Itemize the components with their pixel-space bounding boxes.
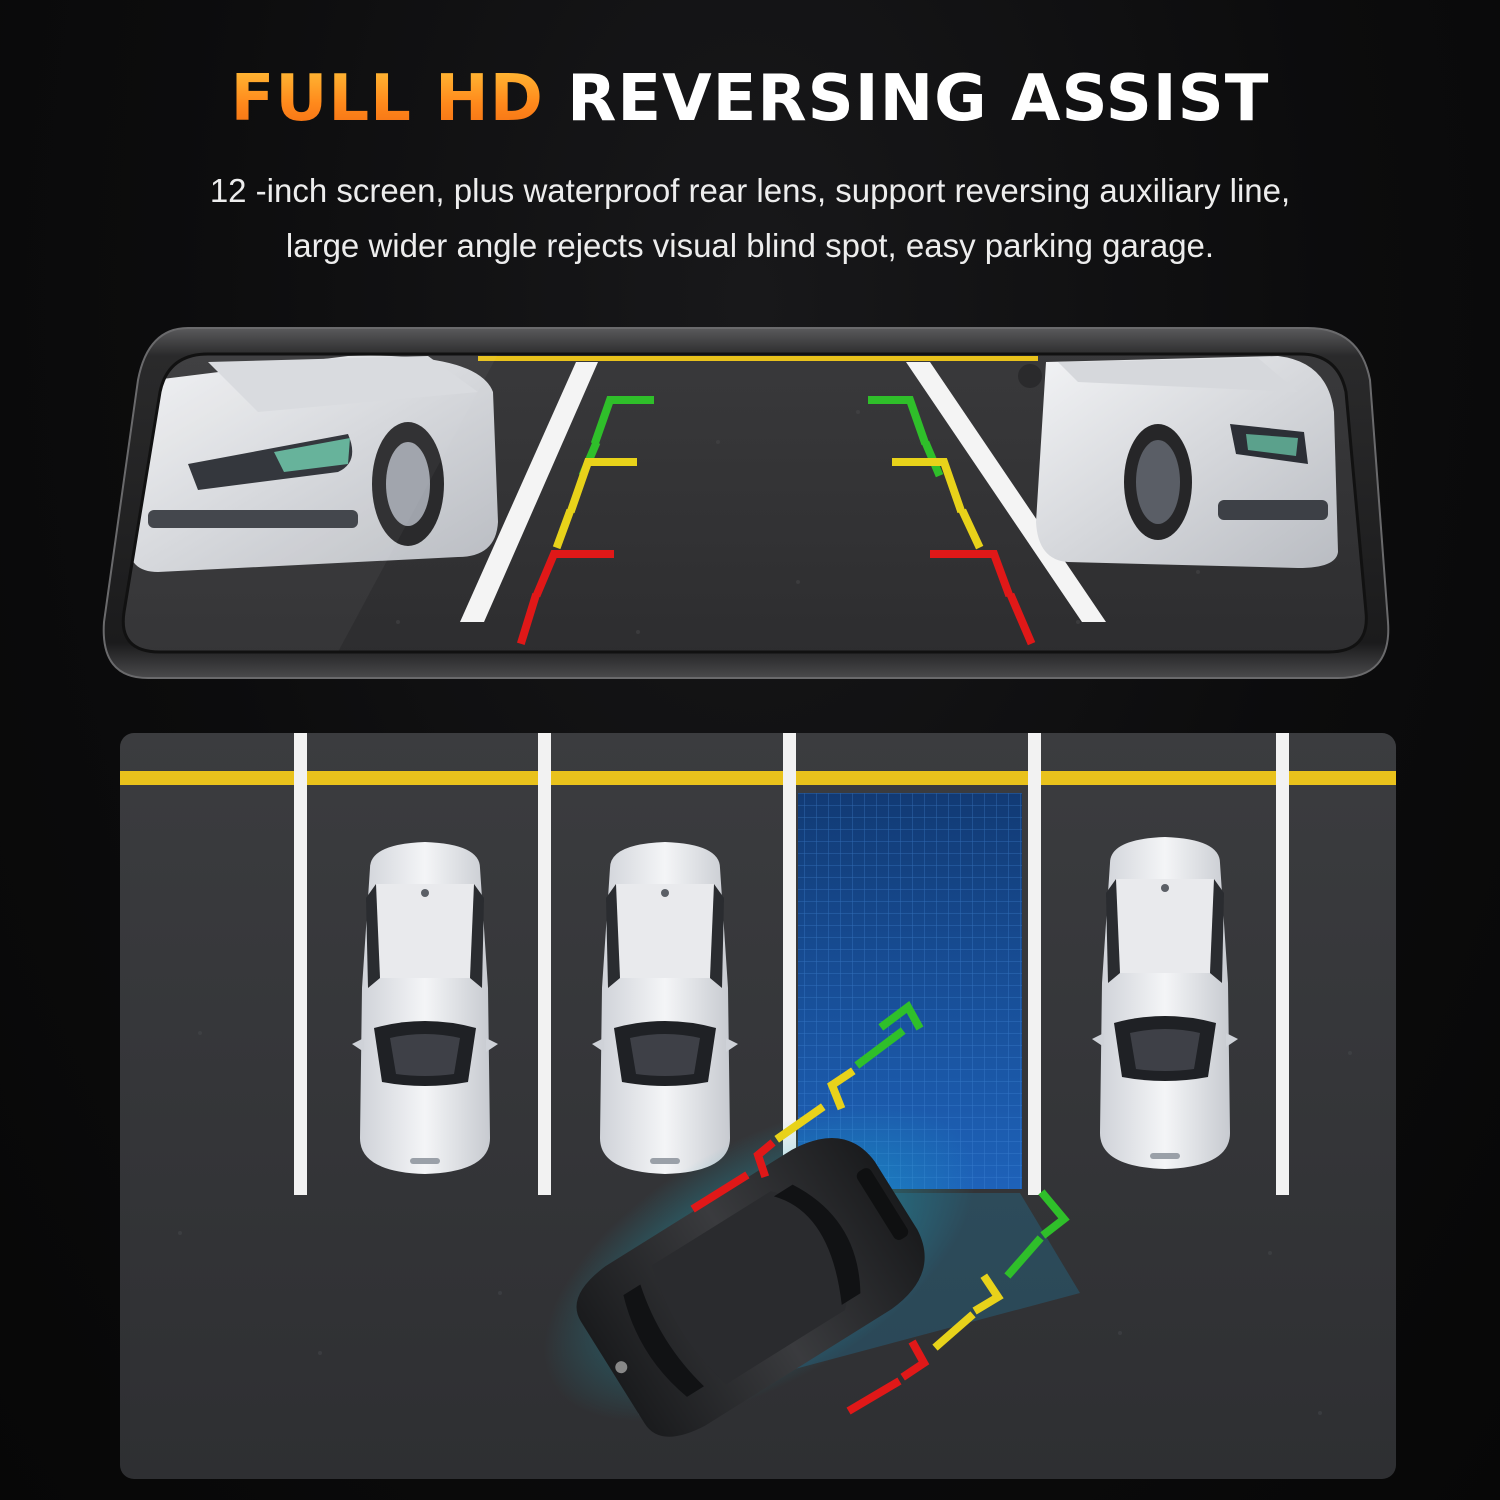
mirror-illustration: [98, 322, 1390, 684]
headline-main: REVERSING ASSIST: [567, 62, 1270, 136]
rear-view-mirror-screen-icon: [102, 327, 1390, 679]
subtitle-line-1: 12 -inch screen, plus waterproof rear le…: [209, 172, 1291, 209]
headline-accent: FULL HD: [230, 62, 544, 136]
subtitle-line-2: large wider angle rejects visual blind s…: [285, 227, 1215, 264]
headline: FULL HD REVERSING ASSIST: [0, 62, 1500, 136]
parking-lot-illustration: [120, 733, 1396, 1479]
parking-lot-top-view-icon: [120, 733, 1396, 1479]
